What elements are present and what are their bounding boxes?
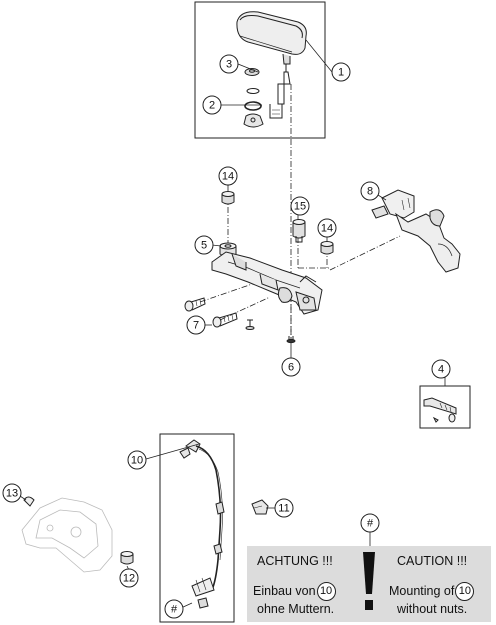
caution-en-line2: without nuts. xyxy=(397,602,468,616)
callout-c3: 3 xyxy=(219,54,239,74)
callout-c2: 2 xyxy=(202,95,222,115)
callout-c12: 12 xyxy=(119,568,139,588)
ghost-headlight-mask xyxy=(21,497,113,573)
callout-c7-label: 7 xyxy=(193,320,199,332)
dashboard-bracket xyxy=(211,251,323,315)
callout-c1-label: 1 xyxy=(338,67,344,79)
callout-c3-label: 3 xyxy=(226,59,232,71)
small-screw xyxy=(245,319,255,330)
callout-c11: 11 xyxy=(274,498,294,518)
callout-c1: 1 xyxy=(331,62,351,82)
dashboard-unit-drawing xyxy=(236,11,307,119)
callout-c13: 13 xyxy=(2,483,22,503)
callout-hash-notice: # xyxy=(360,513,380,533)
grommet-part-2 xyxy=(243,88,264,128)
dashboard-group-frame xyxy=(194,1,326,139)
callout-c10: 10 xyxy=(127,450,147,470)
connector-part-11 xyxy=(251,499,269,515)
callout-c14a-label: 14 xyxy=(222,171,234,183)
callout-c12-label: 12 xyxy=(123,573,135,585)
rubber-part-14b xyxy=(320,241,334,255)
leader-lines xyxy=(19,39,446,609)
callout-c5-label: 5 xyxy=(201,240,207,252)
callout-c7: 7 xyxy=(186,315,206,335)
caution-title-de: ACHTUNG !!! xyxy=(257,554,333,568)
callout-hash-notice-label: # xyxy=(367,518,374,530)
callout-c15: 15 xyxy=(290,196,310,216)
callout-c15-label: 15 xyxy=(294,201,306,213)
switch-assembly-part-8 xyxy=(371,189,461,273)
callout-c14b-label: 14 xyxy=(321,223,333,235)
callout-c8: 8 xyxy=(360,181,380,201)
callout-c11-label: 11 xyxy=(278,503,289,515)
callout-c13-label: 13 xyxy=(6,488,18,500)
callout-c2-label: 2 xyxy=(209,100,215,112)
callout-hash-box: # xyxy=(164,599,184,619)
caution-de-line2: ohne Muttern. xyxy=(257,602,335,616)
grommet-part-12 xyxy=(120,551,134,565)
clamp-part-4 xyxy=(423,397,457,423)
callout-c10-label: 10 xyxy=(131,455,143,467)
screw-part-7b xyxy=(212,312,238,328)
callout-c4: 4 xyxy=(431,359,451,379)
callout-c6-label: 6 xyxy=(288,362,294,374)
part-10-frame xyxy=(159,433,235,623)
ref-circle-10-de: 10 xyxy=(316,582,336,601)
callout-c8-label: 8 xyxy=(367,186,373,198)
clip-part-13 xyxy=(23,496,35,507)
cable-harness-part-10 xyxy=(179,439,225,609)
caution-title-en: CAUTION !!! xyxy=(397,554,468,568)
callout-c5: 5 xyxy=(194,235,214,255)
callout-c14a: 14 xyxy=(218,166,238,186)
callout-hash-box-label: # xyxy=(171,604,178,616)
exclamation-icon xyxy=(363,552,375,610)
nut-part-6 xyxy=(286,336,296,344)
callout-c4-label: 4 xyxy=(438,364,444,376)
screw-part-7a xyxy=(184,297,206,312)
callout-c6: 6 xyxy=(281,357,301,377)
ref-circle-10-en: 10 xyxy=(455,582,475,601)
caution-de-text1: Einbau von xyxy=(253,583,316,598)
bushing-part-15 xyxy=(292,219,306,243)
rubber-part-14a xyxy=(221,191,235,205)
caution-en-text1: Mounting of xyxy=(389,583,455,598)
callout-c14b: 14 xyxy=(317,218,337,238)
